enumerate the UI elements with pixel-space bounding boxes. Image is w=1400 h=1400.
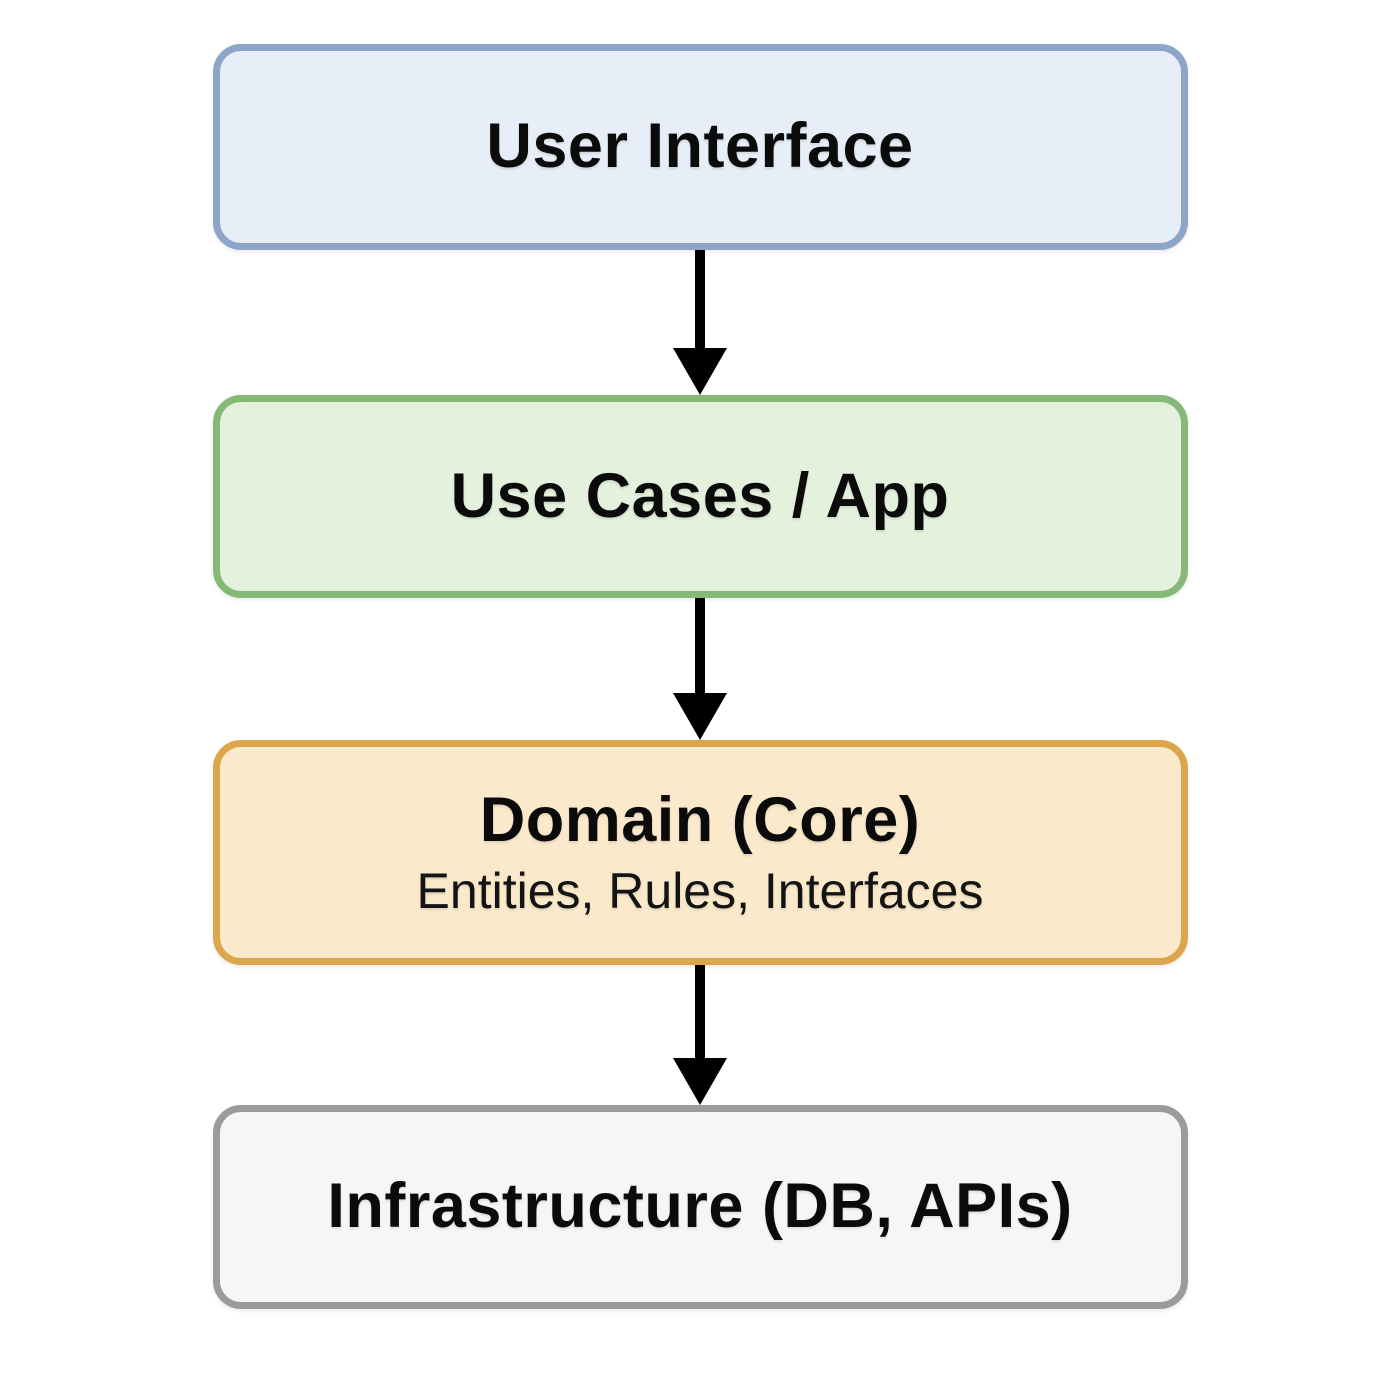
arrow-down-icon xyxy=(673,965,727,1105)
node-domain-core-label: Domain (Core) xyxy=(479,785,921,856)
node-user-interface-label: User Interface xyxy=(486,111,914,182)
arrow-down-icon xyxy=(673,250,727,395)
arrow-down-icon xyxy=(673,598,727,740)
arrow-shaft xyxy=(695,965,705,1058)
node-use-cases-app: Use Cases / App xyxy=(212,395,1188,598)
arrow-head xyxy=(673,1058,727,1105)
arrow-shaft xyxy=(695,250,705,348)
node-use-cases-app-label: Use Cases / App xyxy=(450,460,950,531)
node-domain-core-sublabel: Entities, Rules, Interfaces xyxy=(416,862,984,919)
node-infrastructure-label: Infrastructure (DB, APIs) xyxy=(327,1171,1073,1242)
arrow-head xyxy=(673,693,727,740)
node-infrastructure: Infrastructure (DB, APIs) xyxy=(212,1105,1188,1309)
arrow-head xyxy=(673,348,727,395)
arrow-shaft xyxy=(695,598,705,693)
node-domain-core: Domain (Core) Entities, Rules, Interface… xyxy=(212,740,1188,965)
node-user-interface: User Interface xyxy=(212,44,1188,250)
